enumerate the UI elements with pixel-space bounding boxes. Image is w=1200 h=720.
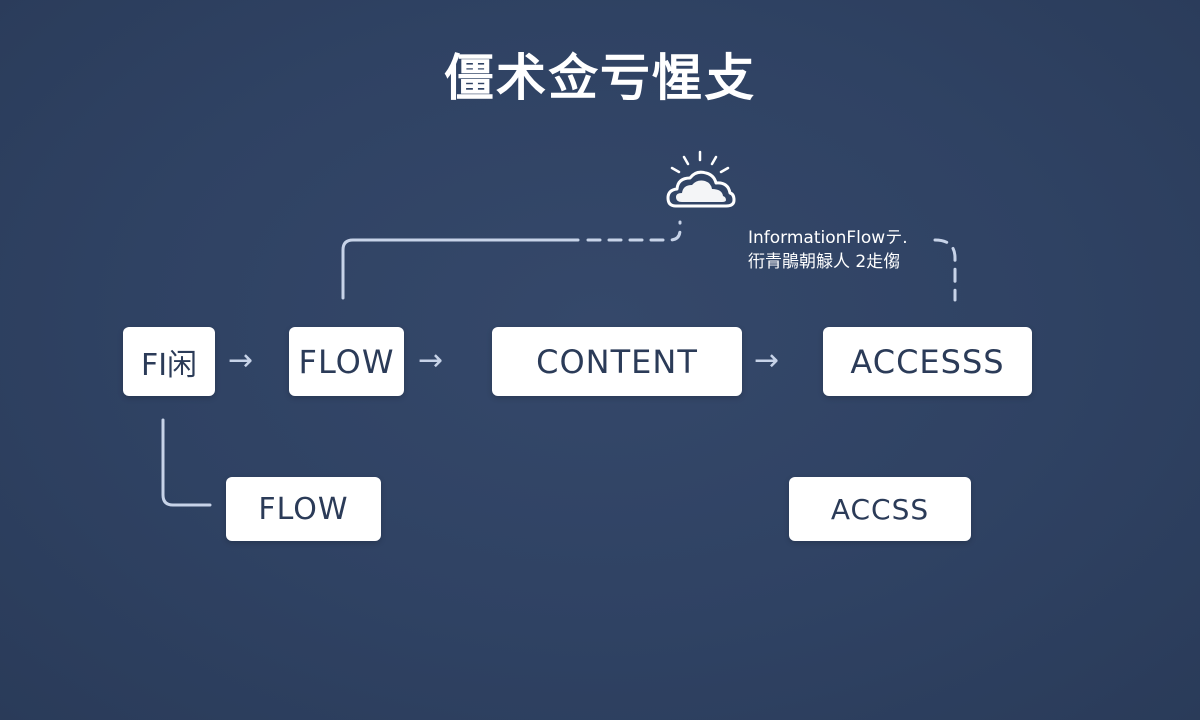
- annotation-line-1: InformationFlowテ.: [748, 228, 908, 248]
- arrow-icon: →: [754, 343, 780, 378]
- node-flow[interactable]: FLOW: [289, 327, 404, 396]
- node-content[interactable]: CONTENT: [492, 327, 742, 396]
- flow-to-cloud-dashed-connector: [586, 220, 682, 242]
- diagram-title: 僵术佥亏惺攴: [444, 48, 756, 107]
- cloud-icon: [666, 150, 736, 208]
- arrow-icon: →: [228, 343, 254, 378]
- arrow-icon: →: [418, 343, 444, 378]
- flow-to-cloud-connector: [341, 238, 580, 300]
- node-start[interactable]: FI闲: [123, 327, 215, 396]
- info-annotation: InformationFlowテ. 衎青鵑朝觮人 2歨㑳: [748, 226, 908, 274]
- annotation-line-2: 衎青鵑朝觮人 2歨㑳: [748, 252, 901, 272]
- annotation-to-access-connector: [933, 238, 957, 302]
- node-access[interactable]: ACCESSS: [823, 327, 1032, 396]
- node-access-branch[interactable]: ACCSS: [789, 477, 971, 541]
- start-to-flow-branch-connector: [161, 418, 212, 507]
- node-flow-branch[interactable]: FLOW: [226, 477, 381, 541]
